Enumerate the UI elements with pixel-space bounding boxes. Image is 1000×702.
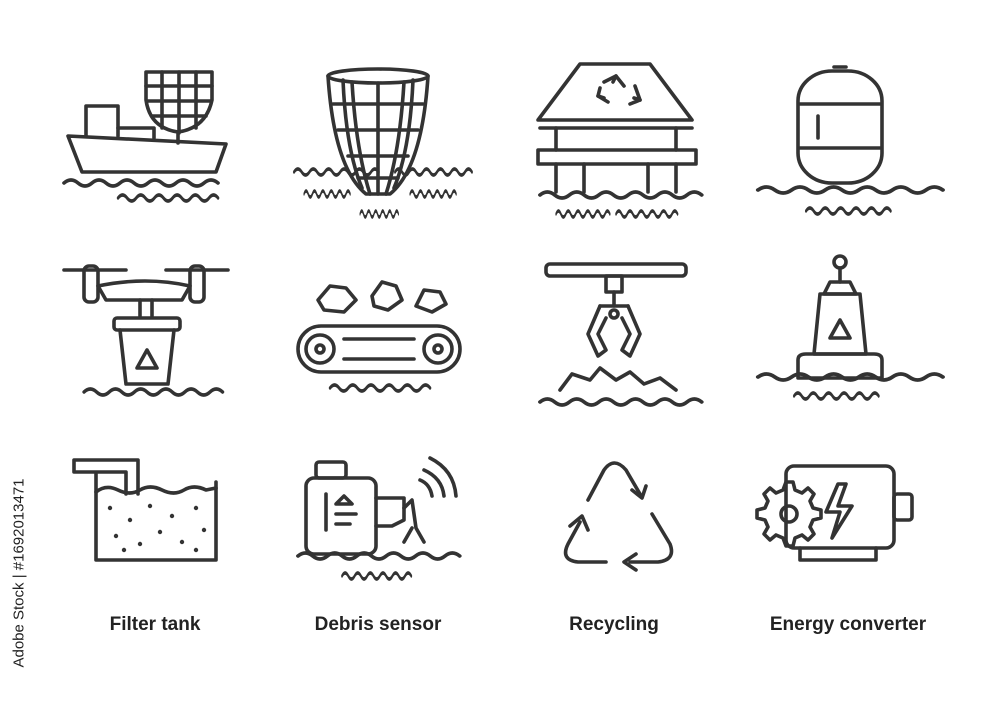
stock-watermark-text: Adobe Stock | #1692013471 bbox=[10, 478, 28, 668]
label-recycling: Recycling bbox=[569, 614, 659, 635]
recycling-platform-icon bbox=[536, 62, 704, 219]
label-energy-converter: Energy converter bbox=[769, 614, 927, 635]
stock-watermark: Adobe Stock | #1692013471 bbox=[6, 448, 32, 698]
hanging-net-icon bbox=[292, 67, 474, 219]
label-debris-sensor: Debris sensor bbox=[314, 614, 442, 635]
energy-converter-icon bbox=[755, 464, 914, 562]
claw-crane-icon bbox=[538, 262, 704, 407]
buoy-icon bbox=[758, 254, 943, 401]
label-filter-tank: Filter tank bbox=[109, 614, 201, 635]
debris-sensor-icon bbox=[296, 456, 462, 581]
conveyor-belt-icon bbox=[296, 280, 462, 393]
recycling-icon bbox=[563, 461, 674, 572]
drone-bin-icon bbox=[62, 264, 230, 397]
filter-tank-icon bbox=[72, 458, 218, 562]
boat-net-icon bbox=[62, 70, 228, 203]
floating-tank-icon bbox=[758, 65, 943, 216]
